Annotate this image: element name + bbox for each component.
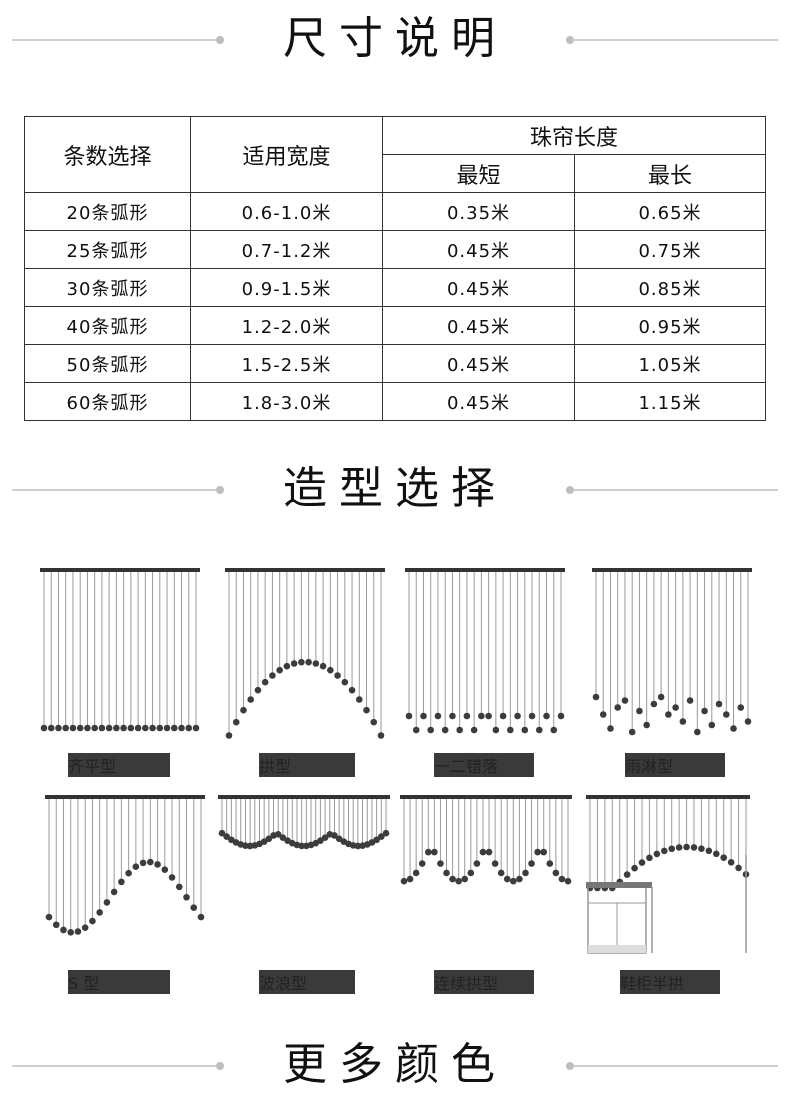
curtain-wave-icon <box>218 795 390 850</box>
divider-dot <box>566 36 574 44</box>
cell-max: 0.85米 <box>574 268 766 307</box>
shape-label-s: S 型 <box>68 970 170 994</box>
cell-width: 0.9-1.5米 <box>190 268 383 307</box>
divider-line <box>12 1065 217 1067</box>
curtain-arch-icon <box>225 568 385 739</box>
cell-min: 0.45米 <box>382 382 575 421</box>
divider-dot <box>216 36 224 44</box>
curtain-s-icon <box>45 795 205 936</box>
table-subheader-row: 最短 最长 <box>25 154 766 193</box>
divider-dot <box>216 1062 224 1070</box>
header-max: 最长 <box>574 154 766 193</box>
divider-line <box>573 39 778 41</box>
shape-label-arch: 拱型 <box>259 753 355 777</box>
shape-s[interactable] <box>45 795 205 955</box>
cell-count: 25条弧形 <box>24 230 191 269</box>
cell-min: 0.45米 <box>382 230 575 269</box>
shape-label-wave: 波浪型 <box>259 970 355 994</box>
shape-multiarch[interactable] <box>400 795 572 955</box>
section-title: 造型选择 <box>283 463 507 514</box>
cell-count: 40条弧形 <box>24 306 191 345</box>
divider-dot <box>566 486 574 494</box>
cell-width: 0.7-1.2米 <box>190 230 383 269</box>
curtain-rain-icon <box>592 568 752 736</box>
shape-arch[interactable] <box>225 568 385 743</box>
shape-wave[interactable] <box>218 795 390 955</box>
cell-width: 1.8-3.0米 <box>190 382 383 421</box>
curtain-flat-icon <box>40 568 200 732</box>
divider-line <box>573 1065 778 1067</box>
shape-flat[interactable] <box>40 568 200 743</box>
divider-line <box>12 489 217 491</box>
cell-max: 1.05米 <box>574 344 766 383</box>
header-min: 最短 <box>382 154 575 193</box>
shape-rain[interactable] <box>592 568 752 743</box>
shape-label-multiarch: 连续拱型 <box>434 970 534 994</box>
cell-max: 1.15米 <box>574 382 766 421</box>
divider-line <box>573 489 778 491</box>
shape-label-rain: 雨淋型 <box>625 753 725 777</box>
divider-line <box>12 39 217 41</box>
cell-count: 20条弧形 <box>24 192 191 231</box>
cell-min: 0.45米 <box>382 344 575 383</box>
header-length: 珠帘长度 <box>382 116 766 155</box>
cell-count: 30条弧形 <box>24 268 191 307</box>
shape-label-flat: 齐平型 <box>68 753 170 777</box>
shape-staggered[interactable] <box>405 568 565 743</box>
shape-cabinet[interactable] <box>586 795 750 955</box>
section-header-size: 尺寸说明 <box>0 4 790 74</box>
section-header-shape: 造型选择 <box>0 454 790 524</box>
shape-label-cabinet: 鞋柜半拱 <box>620 970 720 994</box>
divider-dot <box>216 486 224 494</box>
cell-min: 0.45米 <box>382 268 575 307</box>
section-header-colors: 更多颜色 <box>0 1030 790 1099</box>
cell-min: 0.35米 <box>382 192 575 231</box>
shape-label-staggered: 一二错落 <box>434 753 534 777</box>
cell-min: 0.45米 <box>382 306 575 345</box>
curtain-cabinet-icon <box>586 795 750 954</box>
section-title: 尺寸说明 <box>283 13 507 64</box>
curtain-staggered-icon <box>405 568 565 734</box>
divider-dot <box>566 1062 574 1070</box>
curtain-multiarch-icon <box>400 795 572 885</box>
section-title: 更多颜色 <box>283 1039 507 1090</box>
